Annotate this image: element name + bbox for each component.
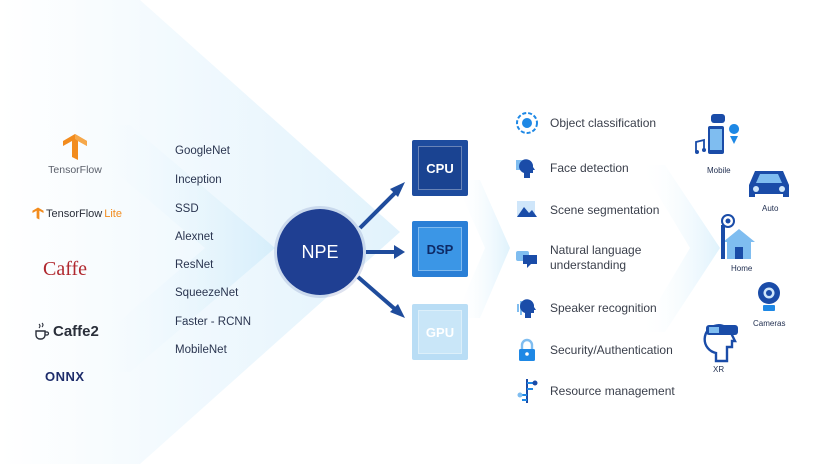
task-label: Security/Authentication bbox=[550, 342, 673, 357]
object-classification-icon bbox=[514, 110, 540, 136]
model-item: SqueezeNet bbox=[175, 287, 239, 299]
model-item: GoogleNet bbox=[175, 145, 230, 157]
model-item: MobileNet bbox=[175, 344, 227, 356]
task-label: Object classification bbox=[550, 115, 657, 130]
cpu-chip: CPU bbox=[412, 140, 468, 196]
scene-segmentation-icon bbox=[514, 197, 540, 223]
task-natural-language-understanding: Natural language understanding bbox=[514, 243, 670, 273]
task-label: Natural language understanding bbox=[550, 243, 642, 272]
gpu-chip: GPU bbox=[412, 304, 468, 360]
task-security-authentication: Security/Authentication bbox=[514, 337, 673, 363]
caffe2-suffix: 2 bbox=[90, 322, 99, 340]
device-label-home: Home bbox=[731, 264, 753, 273]
tensorflow-label: TensorFlow bbox=[48, 164, 102, 176]
task-resource-management: Resource management bbox=[514, 378, 675, 404]
device-label-cameras: Cameras bbox=[753, 319, 786, 328]
right-chevron bbox=[640, 165, 720, 332]
caffe2-name: Caffe bbox=[53, 322, 91, 340]
npe-circle: NPE bbox=[277, 209, 363, 295]
speaker-recognition-icon bbox=[514, 295, 540, 321]
tensorflow-lite-name: TensorFlow bbox=[46, 207, 103, 220]
onnx-logo: ONNX bbox=[45, 369, 85, 384]
home-icon bbox=[719, 211, 759, 266]
task-label: Face detection bbox=[550, 160, 629, 175]
device-label-mobile: Mobile bbox=[707, 166, 731, 175]
lock-icon bbox=[514, 337, 540, 363]
caffe-logo: Caffe bbox=[43, 258, 88, 280]
camera-icon bbox=[756, 281, 782, 318]
device-label-auto: Auto bbox=[762, 204, 779, 213]
dsp-chip: DSP bbox=[412, 221, 468, 277]
gpu-chip-label: GPU bbox=[418, 310, 462, 354]
task-speaker-recognition: Speaker recognition bbox=[514, 295, 657, 321]
coffee-cup-icon bbox=[35, 322, 50, 340]
task-label: Speaker recognition bbox=[550, 300, 657, 315]
model-item: Inception bbox=[175, 174, 222, 186]
xr-headset-icon bbox=[702, 313, 742, 368]
model-item: SSD bbox=[175, 203, 199, 215]
task-object-classification: Object classification bbox=[514, 110, 656, 136]
tensorflow-icon bbox=[63, 134, 87, 160]
task-label: Resource management bbox=[550, 383, 675, 398]
chat-bubble-icon bbox=[514, 245, 540, 271]
task-scene-segmentation: Scene segmentation bbox=[514, 197, 659, 223]
task-face-detection: Face detection bbox=[514, 155, 629, 181]
mobile-device-icon bbox=[694, 112, 744, 167]
device-label-xr: XR bbox=[713, 365, 725, 374]
resource-management-icon bbox=[514, 378, 540, 404]
tensorflow-lite-suffix: Lite bbox=[104, 207, 122, 220]
npe-arrows bbox=[356, 182, 405, 318]
cpu-chip-label: CPU bbox=[418, 146, 462, 190]
dsp-chip-label: DSP bbox=[418, 227, 462, 271]
caffe2-logo: Caffe 2 bbox=[34, 322, 99, 340]
model-item: ResNet bbox=[175, 259, 214, 271]
car-icon bbox=[745, 165, 793, 206]
left-chevron bbox=[60, 125, 275, 372]
tensorflow-lite-logo: TensorFlow Lite bbox=[32, 207, 122, 220]
tensorflow-lite-icon bbox=[32, 207, 44, 220]
face-detection-icon bbox=[514, 155, 540, 181]
model-item: Alexnet bbox=[175, 231, 214, 243]
tensorflow-logo: TensorFlow bbox=[40, 133, 110, 176]
task-label: Scene segmentation bbox=[550, 202, 660, 217]
model-item: Faster - RCNN bbox=[175, 316, 252, 328]
middle-chevron bbox=[455, 180, 510, 318]
